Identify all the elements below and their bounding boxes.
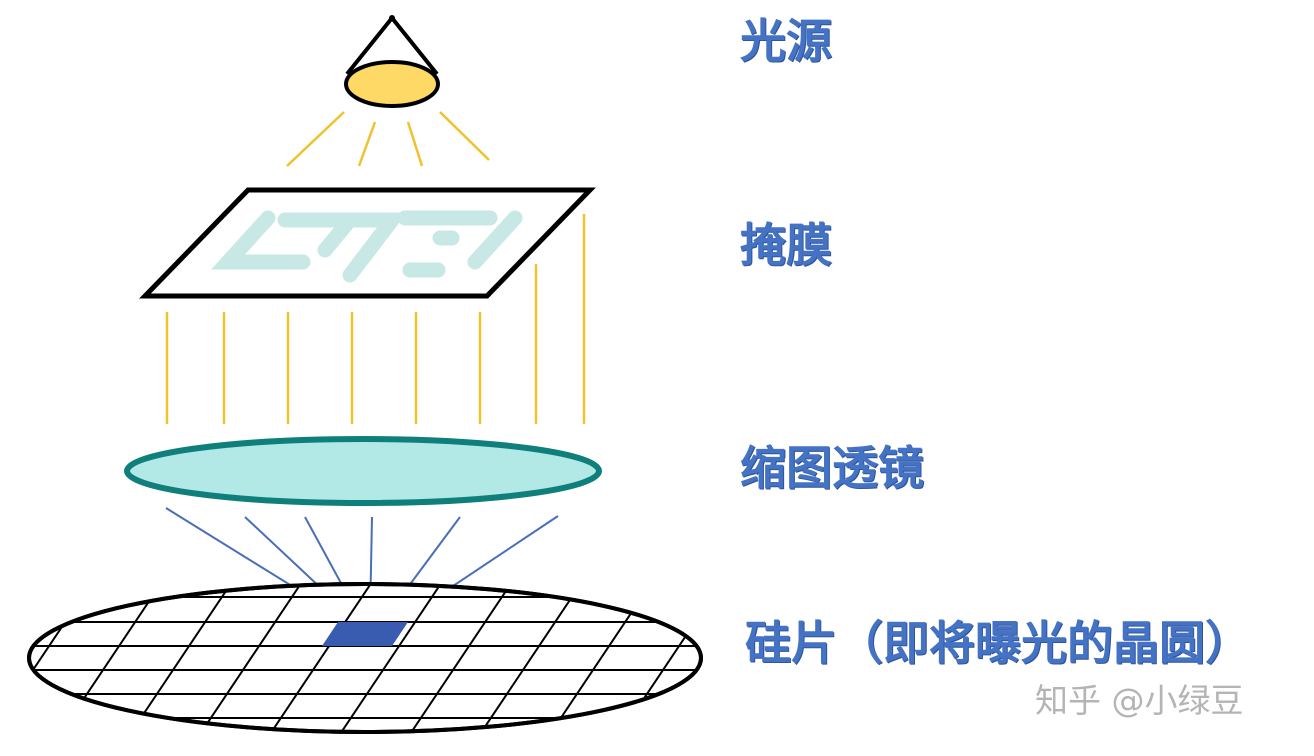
watermark: 知乎 @小绿豆 — [1035, 681, 1244, 720]
light-rays — [286, 111, 490, 167]
wafer-grid-column — [188, 584, 311, 732]
wafer-grid-column — [328, 584, 451, 732]
light-source — [344, 15, 440, 108]
transmitted-light-rays — [165, 214, 586, 424]
wafer-grid-column — [258, 584, 381, 732]
lamp-bulb — [344, 60, 440, 108]
label-light-source: 光源 — [740, 14, 832, 68]
wafer — [27, 582, 703, 734]
label-wafer: 硅片（即将曝光的晶圆） — [745, 616, 1251, 670]
mask-pattern — [211, 210, 523, 283]
wafer-grid-column — [29, 584, 31, 732]
label-reduction-lens: 缩图透镜 — [740, 441, 924, 495]
reduction-lens — [124, 436, 602, 506]
label-mask: 掩膜 — [740, 218, 832, 272]
wafer-grid-column — [398, 584, 521, 732]
mask-plate — [139, 187, 596, 299]
exposed-die — [322, 622, 408, 646]
